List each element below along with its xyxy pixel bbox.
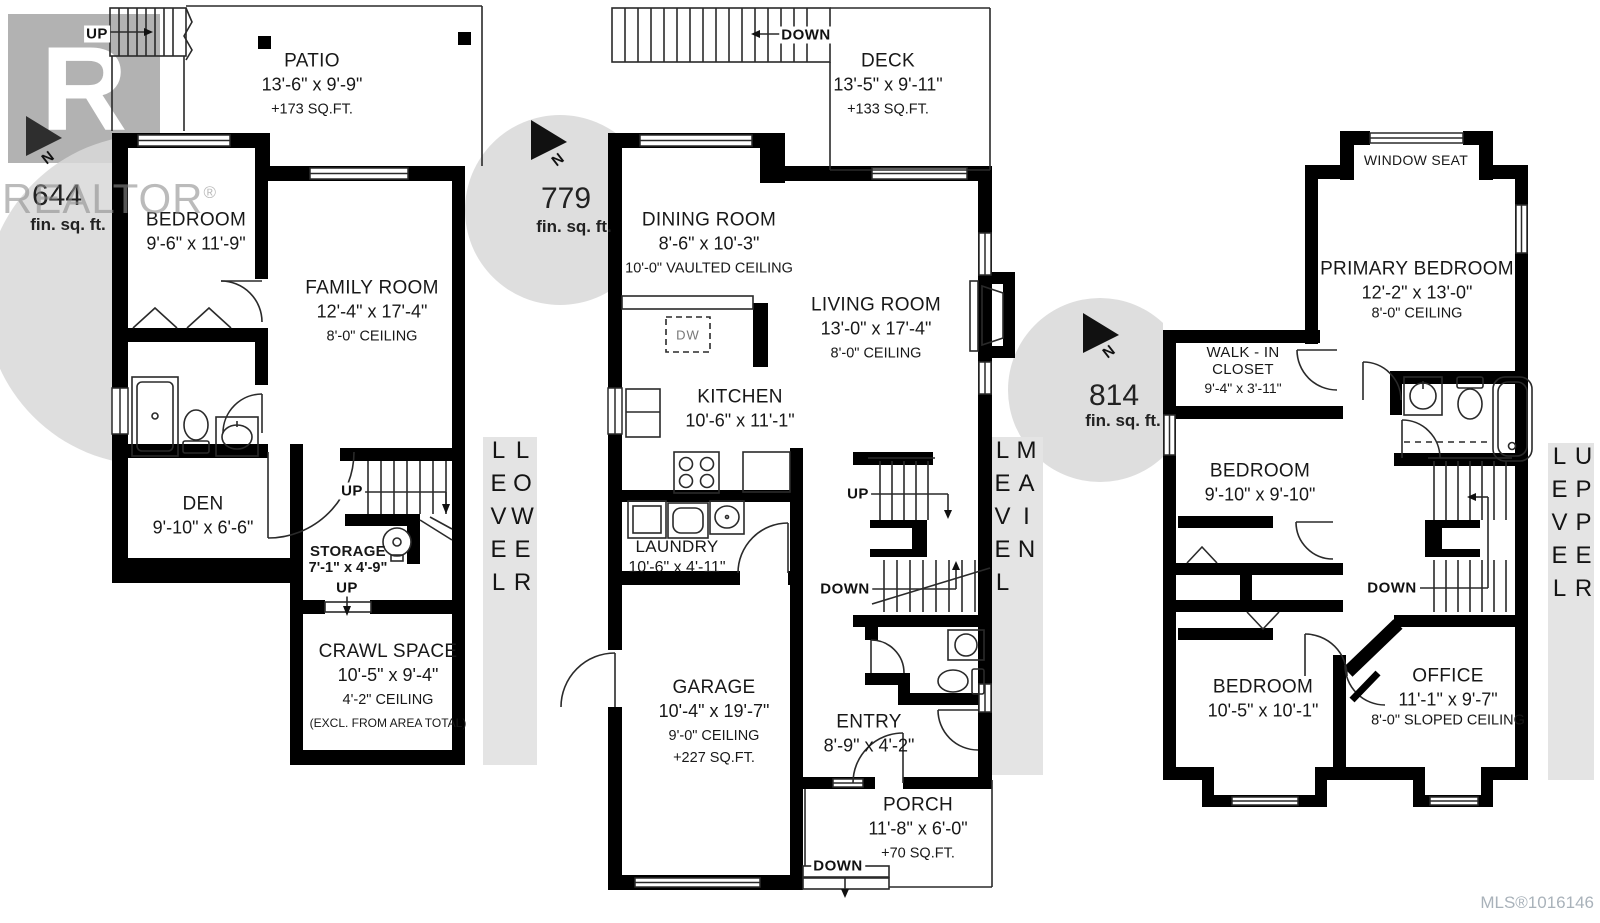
main-level-plan bbox=[531, 7, 1015, 898]
room-label-den: DEN 9'-10" x 6'-6" bbox=[152, 493, 254, 538]
room-label-patio: PATIO 13'-6" x 9'-9" +173 SQ.FT. bbox=[261, 50, 363, 117]
mls-number: MLS®1016146 bbox=[1480, 893, 1594, 912]
room-label-primary-bedroom: PRIMARY BEDROOM 12'-2" x 13'-0" 8'-0" CE… bbox=[1320, 258, 1514, 321]
realtor-logo-letter: R bbox=[40, 21, 128, 156]
registered-mark-icon: ® bbox=[203, 183, 218, 202]
north-arrow-main bbox=[531, 120, 567, 160]
north-arrow-upper bbox=[1083, 313, 1119, 353]
room-label-kitchen: KITCHEN 10'-6" x 11'-1" bbox=[685, 386, 795, 431]
room-label-dining-room: DINING ROOM 8'-6" x 10'-3" 10'-0" VAULTE… bbox=[625, 209, 793, 276]
stair-label-up-patio: UP bbox=[84, 25, 110, 43]
level-band-lower: LOWER LEVEL bbox=[483, 437, 537, 765]
area-unit-upper: fin. sq. ft. bbox=[1085, 411, 1161, 430]
room-label-family-room: FAMILY ROOM 12'-4" x 17'-4" 8'-0" CEILIN… bbox=[305, 277, 439, 344]
area-unit-lower: fin. sq. ft. bbox=[30, 215, 106, 234]
level-band-upper: UPPER LEVEL bbox=[1546, 443, 1597, 780]
north-arrow-lower bbox=[26, 116, 62, 156]
room-label-crawl-space: CRAWL SPACE 10'-5" x 9'-4" 4'-2" CEILING… bbox=[309, 641, 467, 731]
room-label-bedroom-lower: BEDROOM 9'-6" x 11'-9" bbox=[145, 209, 247, 254]
area-value-upper: 814 bbox=[1088, 379, 1140, 412]
stair-label-up-hall: UP bbox=[339, 482, 365, 500]
stair-label-up-main: UP bbox=[845, 485, 871, 503]
upper-level-plan bbox=[1083, 131, 1533, 807]
stair-label-down-upper: DOWN bbox=[1365, 579, 1419, 597]
dishwasher-label: DW bbox=[676, 327, 700, 343]
room-label-entry: ENTRY 8'-9" x 4'-2" bbox=[823, 711, 915, 756]
level-band-main-text: MAIN LEVEL bbox=[989, 437, 1040, 602]
level-band-upper-text: UPPER LEVEL bbox=[1546, 443, 1597, 608]
stair-label-up-crawl: UP bbox=[334, 579, 360, 597]
stair-label-down-main: DOWN bbox=[818, 580, 872, 598]
area-value-main: 779 bbox=[540, 182, 592, 215]
stair-label-down-porch: DOWN bbox=[811, 857, 865, 875]
room-label-storage: STORAGE 7'-1" x 4'-9" bbox=[308, 543, 388, 577]
room-label-walk-in-closet: WALK - IN CLOSET 9'-4" x 3'-11" bbox=[1204, 344, 1282, 396]
room-label-bedroom-1: BEDROOM 9'-10" x 9'-10" bbox=[1204, 460, 1316, 505]
area-unit-main: fin. sq. ft. bbox=[536, 217, 612, 236]
room-label-porch: PORCH 11'-8" x 6'-0" +70 SQ.FT. bbox=[868, 794, 968, 861]
room-label-window-seat: WINDOW SEAT bbox=[1363, 151, 1469, 168]
realtor-watermark-brand: REALTOR bbox=[2, 175, 204, 222]
realtor-watermark: REALTOR® bbox=[2, 175, 217, 223]
stair-label-down-deck: DOWN bbox=[779, 26, 833, 44]
area-value-lower: 644 bbox=[31, 179, 83, 212]
level-band-main: MAIN LEVEL bbox=[985, 437, 1043, 775]
room-label-deck: DECK 13'-5" x 9'-11" +133 SQ.FT. bbox=[833, 50, 943, 117]
lower-level-plan bbox=[26, 5, 483, 765]
room-label-living-room: LIVING ROOM 13'-0" x 17'-4" 8'-0" CEILIN… bbox=[811, 294, 941, 361]
room-label-office: OFFICE 11'-1" x 9'-7" 8'-0" SLOPED CEILI… bbox=[1371, 665, 1525, 728]
level-band-lower-text: LOWER LEVEL bbox=[485, 437, 536, 602]
room-label-laundry: LAUNDRY 10'-6" x 4'-11" bbox=[628, 537, 726, 576]
room-label-bedroom-2: BEDROOM 10'-5" x 10'-1" bbox=[1207, 676, 1319, 721]
room-label-garage: GARAGE 10'-4" x 19'-7" 9'-0" CEILING +22… bbox=[658, 677, 770, 767]
